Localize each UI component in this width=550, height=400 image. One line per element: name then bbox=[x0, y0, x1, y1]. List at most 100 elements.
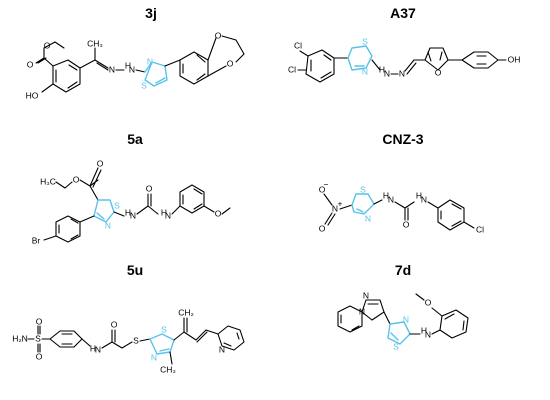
atom-n1: N bbox=[388, 194, 394, 204]
atom-n1: N bbox=[384, 68, 390, 78]
bond bbox=[373, 199, 383, 205]
compound-CNZ-3: CNZ-3 O − N + O S N H N O H N Cl bbox=[319, 131, 484, 234]
bond bbox=[339, 204, 353, 210]
atom-thiazole-s: S bbox=[114, 200, 120, 210]
atom-o1: O bbox=[36, 316, 43, 326]
bond bbox=[297, 50, 309, 71]
atom-thiazole-s: S bbox=[393, 341, 399, 351]
bond bbox=[35, 41, 65, 67]
atom-thiazole-n: N bbox=[151, 352, 157, 362]
bond bbox=[81, 338, 91, 347]
bond bbox=[203, 205, 215, 213]
thiazole-ring bbox=[351, 193, 375, 215]
atom-o-urea: O bbox=[146, 183, 153, 193]
bond bbox=[171, 205, 181, 215]
atom-o-ester: O bbox=[44, 40, 51, 50]
compound-3j: 3j O O HO CH₃ N H N N S O O bbox=[26, 5, 245, 100]
bond bbox=[79, 167, 102, 188]
methylene-text: CH₂ bbox=[178, 307, 194, 317]
atom-h2n: H₂N bbox=[12, 333, 28, 343]
atom-nh: H bbox=[125, 60, 131, 70]
benzene-ring bbox=[52, 59, 81, 93]
thiazole-ring bbox=[144, 61, 168, 87]
atom-o-nitro: O bbox=[319, 223, 326, 233]
atom-thiazole-s: S bbox=[161, 324, 167, 334]
atom-o-ring-bottom: O bbox=[227, 58, 234, 68]
atom-n2: N bbox=[399, 68, 405, 78]
bond bbox=[383, 311, 391, 325]
bond bbox=[139, 338, 151, 342]
atom-oh: HO bbox=[26, 90, 39, 100]
bond bbox=[324, 212, 336, 226]
furan-ring bbox=[424, 47, 449, 71]
benzene-ring bbox=[439, 309, 469, 339]
bond bbox=[79, 47, 109, 71]
benzene-ring bbox=[49, 330, 83, 348]
bond bbox=[79, 215, 95, 223]
atom-thiazole-s: S bbox=[362, 36, 368, 46]
compound-A37: A37 Cl Cl S N H N N O OH bbox=[288, 5, 521, 83]
bond bbox=[463, 221, 475, 229]
compound-7d: 7d N N S N H N O bbox=[337, 262, 469, 351]
compound-5a: 5a H₃C O O S N Br H N O H N O bbox=[32, 131, 231, 245]
atom-pyridine-n: N bbox=[219, 344, 225, 354]
thiazole-ring bbox=[387, 321, 411, 345]
atom-o-carbonyl: O bbox=[27, 59, 34, 69]
atom-thiazole-s: S bbox=[360, 184, 366, 194]
methyl-text: CH₃ bbox=[87, 38, 103, 48]
benzene-ring bbox=[305, 49, 335, 83]
bond bbox=[169, 351, 173, 365]
atom-nh: H bbox=[421, 325, 427, 335]
atom-n1: N bbox=[425, 329, 431, 339]
thiazole-ring bbox=[149, 333, 175, 355]
atom-o-ester: O bbox=[73, 174, 80, 184]
atom-n1: N bbox=[95, 344, 101, 354]
atom-n2: N bbox=[129, 64, 135, 74]
bond bbox=[43, 235, 57, 241]
benzene-ring bbox=[55, 215, 81, 243]
atom-thiazole-s: S bbox=[141, 80, 147, 90]
atom-n2: N bbox=[421, 194, 427, 204]
atom-n1: N bbox=[130, 210, 136, 220]
atom-nh1: H bbox=[125, 207, 131, 217]
thiazole-ring bbox=[93, 199, 115, 223]
atom-furan-o: O bbox=[435, 67, 442, 77]
dioxepine-ring bbox=[207, 35, 245, 77]
pyridine-ring bbox=[217, 325, 245, 351]
bond bbox=[89, 185, 99, 201]
atom-bridge-n: N bbox=[359, 306, 365, 316]
compound-5u: 5u H₂N S O O H N O S S N CH₃ CH₂ N bbox=[12, 262, 245, 374]
atom-thiazole-n: N bbox=[147, 56, 153, 66]
bond bbox=[41, 83, 54, 93]
bond bbox=[431, 307, 443, 317]
label-5a: 5a bbox=[127, 131, 143, 147]
thiazole-ring bbox=[347, 45, 373, 71]
atom-o-carbonyl: O bbox=[97, 158, 104, 168]
atom-sulfonyl-s: S bbox=[35, 333, 41, 343]
atom-cl2: Cl bbox=[288, 64, 296, 74]
imidazole-ring bbox=[361, 299, 385, 321]
charge-minus: − bbox=[324, 179, 329, 189]
label-3j: 3j bbox=[145, 5, 157, 21]
atom-imid-n: N bbox=[363, 290, 369, 300]
pyridine-ring bbox=[337, 305, 363, 333]
atom-o2: O bbox=[36, 351, 43, 361]
benzene-ring bbox=[179, 51, 209, 85]
atom-oh: OH bbox=[508, 54, 521, 64]
atom-thiazole-n: N bbox=[105, 220, 111, 230]
atom-cl1: Cl bbox=[294, 40, 302, 50]
bond bbox=[164, 59, 181, 67]
charge-plus: + bbox=[338, 198, 343, 208]
atom-nh1: H bbox=[383, 190, 389, 200]
bond bbox=[221, 207, 231, 215]
atom-thioether-s: S bbox=[133, 335, 139, 345]
bond bbox=[135, 69, 146, 73]
atom-thiazole-n: N bbox=[365, 213, 371, 223]
bond bbox=[415, 293, 425, 301]
bond bbox=[113, 211, 125, 217]
benzene-ring bbox=[461, 51, 499, 69]
atom-nh: H bbox=[90, 343, 96, 353]
methyl-text: H₃C bbox=[40, 176, 56, 186]
bond bbox=[431, 329, 441, 335]
